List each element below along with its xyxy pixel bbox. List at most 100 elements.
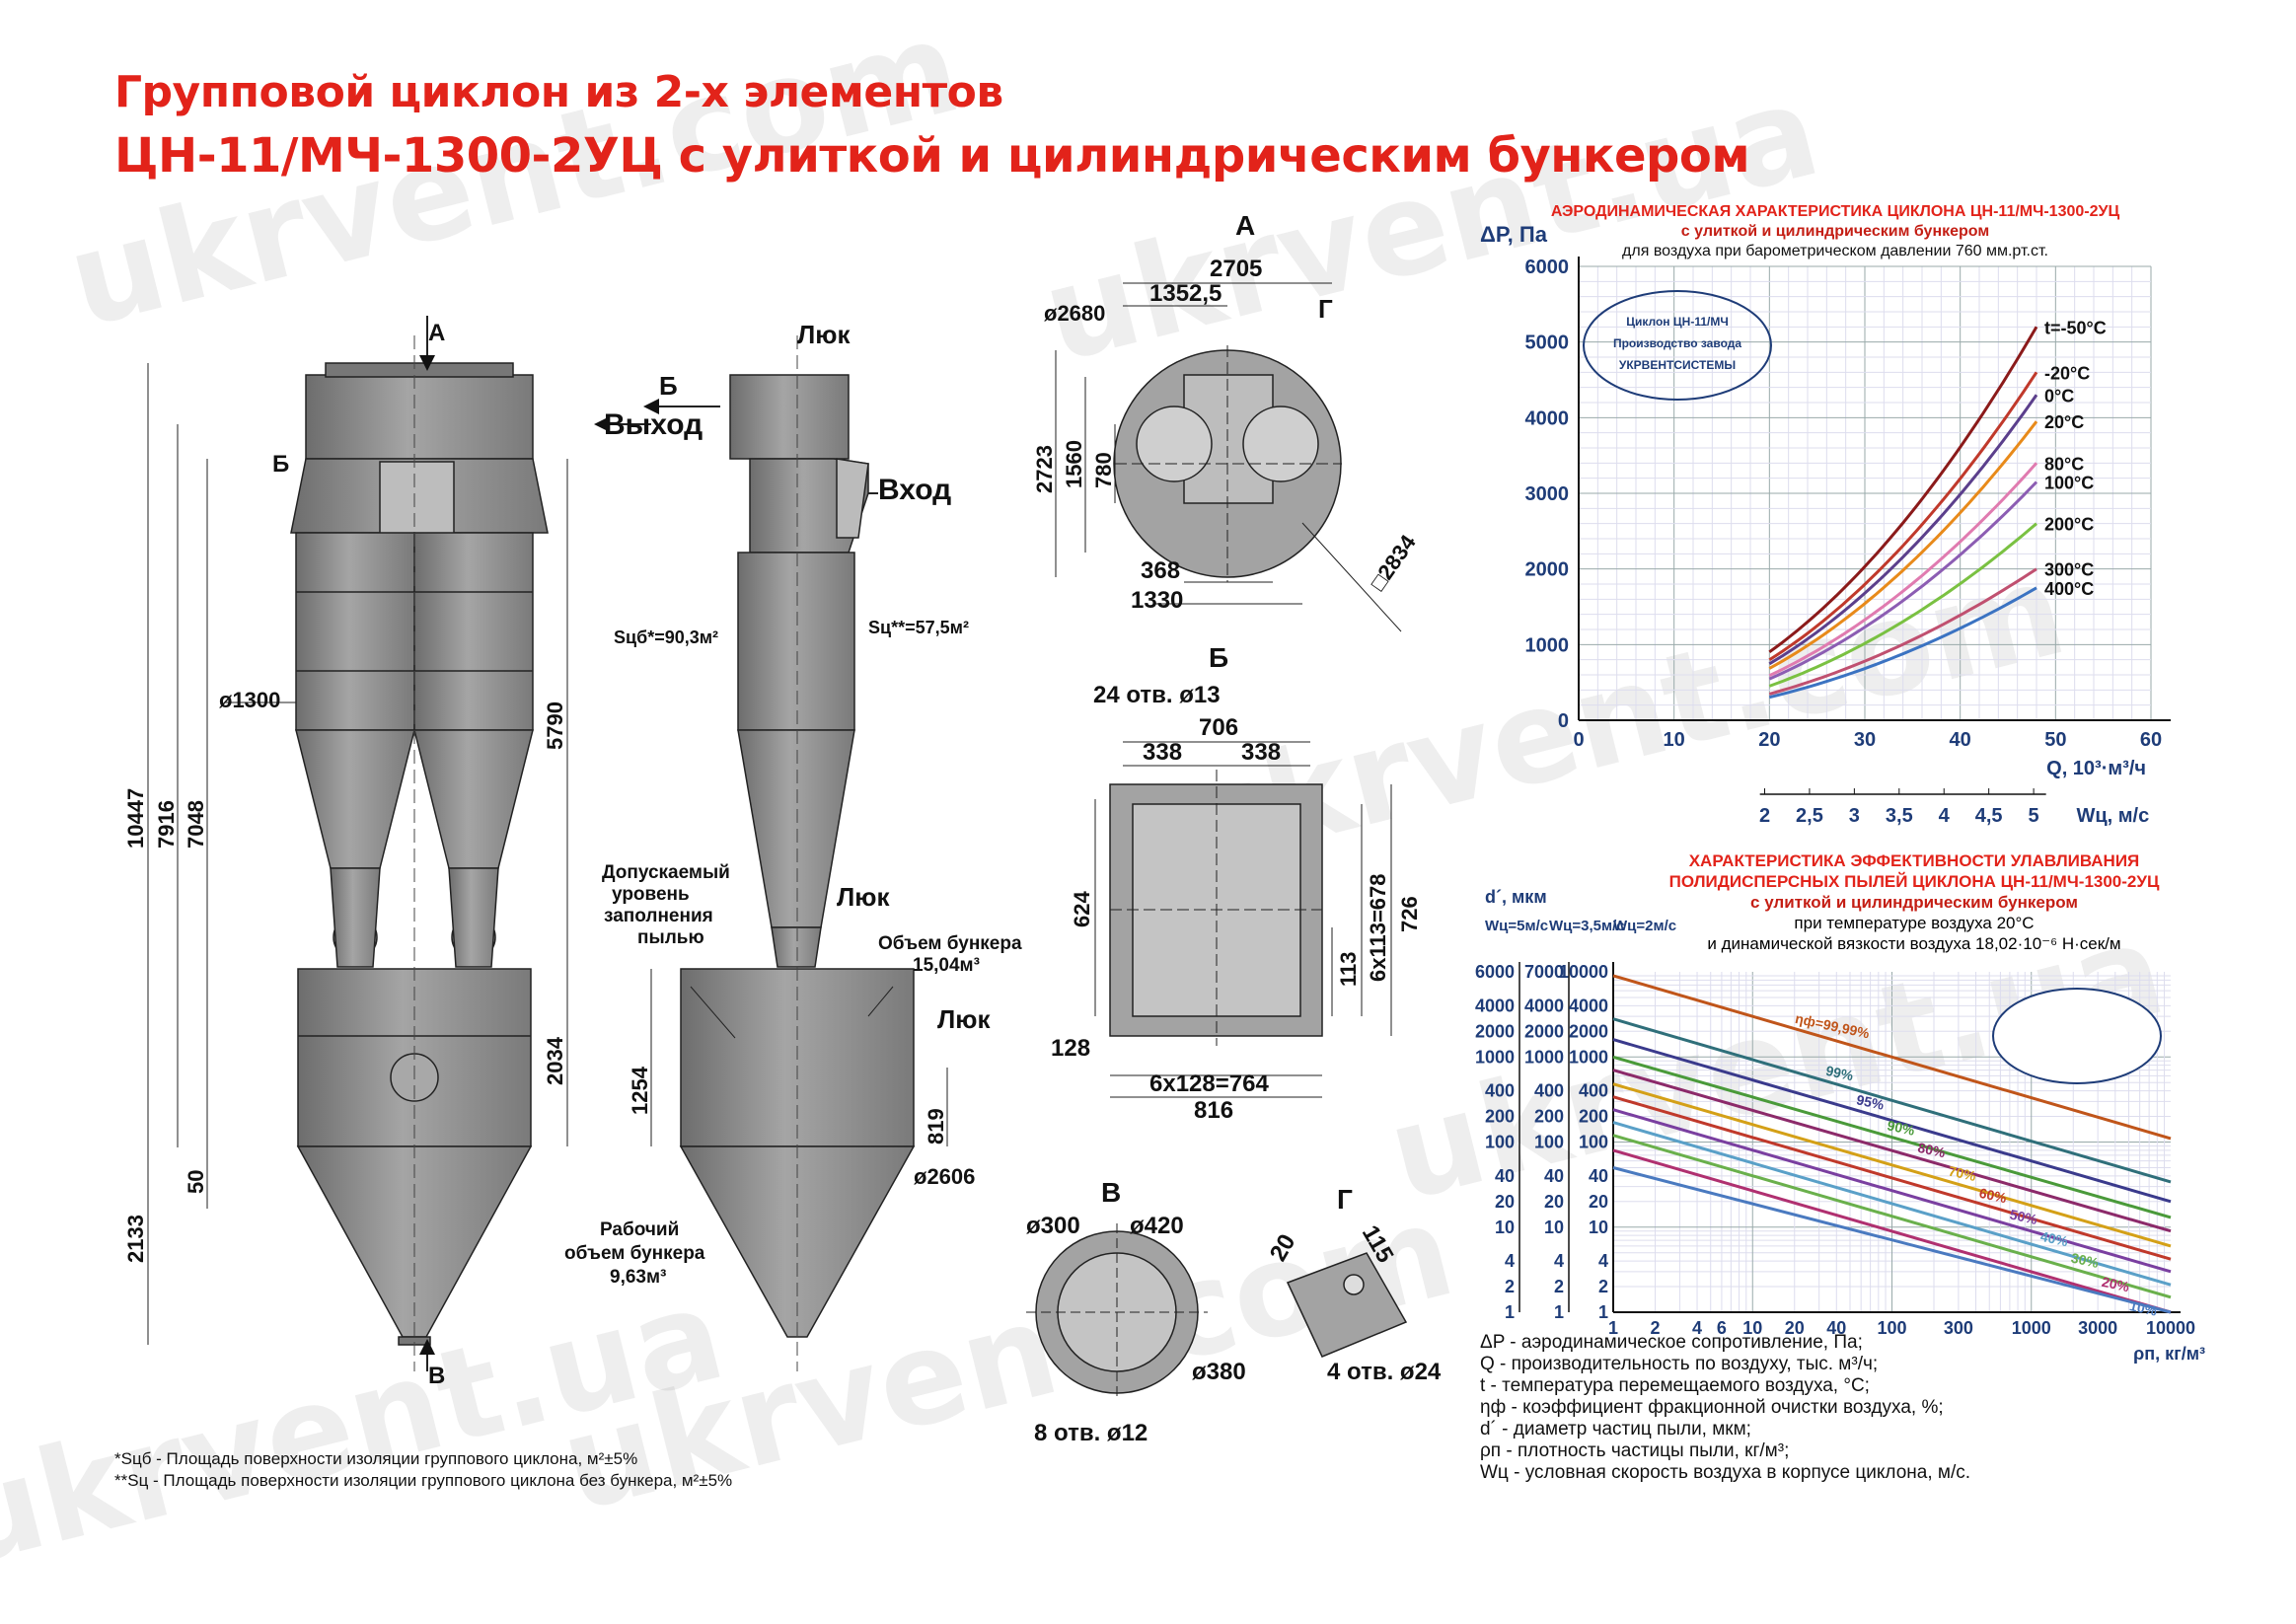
series-label: 95% [1855, 1091, 1886, 1113]
footnote-2: **Sц - Площадь поверхности изоляции груп… [114, 1471, 733, 1490]
series-line [1612, 1017, 2172, 1184]
view-g-title: Г [1337, 1184, 1353, 1215]
y-tick-label: 40 [1495, 1166, 1515, 1186]
dim-2723: 2723 [1032, 445, 1057, 493]
series-line [1612, 1038, 2172, 1204]
label-s-cb: Sцб*=90,3м² [614, 627, 718, 647]
y-tick-label: 1000 [1524, 1047, 1564, 1067]
series-label: 10% [2128, 1297, 2159, 1319]
dim-816: 816 [1194, 1097, 1233, 1124]
dim-sq2834: □2834 [1366, 530, 1422, 595]
x-tick-label: 20 [1758, 729, 1780, 751]
series-line [1612, 1082, 2172, 1248]
label-b-side: Б [659, 371, 678, 401]
series-line [1768, 567, 2037, 696]
series-label: 80% [1916, 1140, 1947, 1161]
dim-d2606: ø2606 [914, 1164, 975, 1189]
y-tick-label: 2 [1598, 1277, 1608, 1296]
label-dop-4: пылью [637, 927, 704, 948]
series-line [1612, 1134, 2172, 1299]
x-tick-label: 100 [1877, 1318, 1906, 1338]
chart2-title: ХАРАКТЕРИСТИКА ЭФФЕКТИВНОСТИ УЛАВЛИВАНИЯ [1688, 851, 2140, 870]
series-label: -20°C [2044, 363, 2090, 383]
dim-2705: 2705 [1210, 256, 1262, 282]
series-line [1768, 522, 2037, 688]
y-tick-label: 100 [1579, 1133, 1608, 1152]
x2-tick-label: 3,5 [1886, 805, 1913, 827]
series-line [1612, 1108, 2172, 1274]
series-line [1612, 1166, 2172, 1314]
series-label: 80°C [2044, 454, 2084, 474]
series-label: 100°C [2044, 474, 2094, 493]
y-tick-label: 1 [1554, 1302, 1564, 1322]
series-label: 20°C [2044, 412, 2084, 432]
x-tick-label: 10 [1742, 1318, 1762, 1338]
page-subtitle: ЦН-11/МЧ-1300-2УЦ с улиткой и цилиндриче… [114, 128, 1750, 184]
y-tick-label: 2000 [1569, 1021, 1608, 1041]
x-axis-label: Q, 10³·м³/ч [2046, 758, 2146, 779]
y-tick-label: 2000 [1475, 1021, 1515, 1041]
label-lyuk-bottom: Люк [937, 1004, 991, 1034]
y-header: Wц=3,5м/с [1549, 918, 1625, 934]
y-tick-label: 1 [1505, 1302, 1515, 1322]
y-tick-label: 200 [1485, 1107, 1515, 1127]
dim-7048: 7048 [184, 800, 208, 849]
x-tick-label: 10 [1664, 729, 1685, 751]
y-tick-label: 4000 [1525, 407, 1570, 429]
y-tick-label: 100 [1485, 1133, 1515, 1152]
dim-624: 624 [1070, 891, 1094, 927]
chart2-subtitle: ПОЛИДИСПЕРСНЫХ ПЫЛЕЙ ЦИКЛОНА ЦН-11/МЧ-13… [1668, 872, 2160, 891]
x-tick-label: 50 [2044, 729, 2066, 751]
y-tick-label: 400 [1534, 1081, 1564, 1101]
legend-item: d´ - диаметр частиц пыли, мкм; [1480, 1419, 1751, 1439]
dim-d2680: ø2680 [1044, 301, 1105, 326]
chart1-title-block: АЭРОДИНАМИЧЕСКАЯ ХАРАКТЕРИСТИКА ЦИКЛОНА … [1480, 202, 2190, 261]
dim-1330: 1330 [1131, 587, 1183, 614]
y-tick-label: 2 [1554, 1277, 1564, 1296]
label-dop-3: заполнения [604, 906, 713, 926]
series-line [1612, 1121, 2172, 1287]
dim-d380: ø380 [1192, 1359, 1246, 1385]
series-label: 99% [1824, 1063, 1855, 1084]
y-tick-label: 100 [1534, 1133, 1564, 1152]
y-tick-label: 1000 [1475, 1047, 1515, 1067]
view-a-labels: А 2705 1352,5 ø2680 Г 2723 1560 780 368 … [1032, 210, 1421, 614]
label-rab-2: объем бункера [564, 1243, 705, 1264]
legend-item: t - температура перемещаемого воздуха, °… [1480, 1375, 1870, 1396]
logo-text: УКРВЕНТСИСТЕМЫ [1619, 358, 1736, 372]
logo-ellipse [1992, 988, 2162, 1084]
legend-block: ΔP - аэродинамическое сопротивление, Па;… [1480, 1332, 1970, 1484]
view-b-drawing [1094, 741, 1392, 1098]
view-label-v: В [428, 1363, 445, 1389]
x-tick-label: 4 [1692, 1318, 1702, 1338]
series-line [1768, 371, 2038, 662]
dim-2034: 2034 [543, 1036, 567, 1085]
dim-706: 706 [1199, 714, 1238, 741]
label-vyhod: Выход [604, 408, 703, 441]
label-dop-1: Допускаемый [602, 862, 730, 883]
series-label: 400°C [2044, 579, 2094, 599]
series-label: 200°C [2044, 515, 2094, 535]
label-lyuk-mid: Люк [837, 882, 890, 912]
footnote-1: *Sцб - Площадь поверхности изоляции груп… [114, 1449, 638, 1468]
dim-4holes: 4 отв. ø24 [1327, 1359, 1442, 1385]
view-g-drawing [1286, 1252, 1408, 1358]
dim-338a: 338 [1143, 739, 1182, 766]
series-line [1768, 586, 2037, 700]
y-tick-label: 4000 [1569, 996, 1608, 1015]
dim-8holes: 8 отв. ø12 [1034, 1420, 1148, 1446]
view-label-a: А [428, 320, 445, 346]
series-label: 40% [2039, 1228, 2070, 1250]
view-v-drawing [1026, 1223, 1208, 1401]
label-dop-2: уровень [612, 884, 690, 905]
view-v-title: В [1101, 1177, 1121, 1208]
label-rab-1: Рабочий [600, 1219, 679, 1240]
logo-ellipse [1583, 290, 1772, 401]
x2-tick-label: 5 [2029, 805, 2039, 827]
logo-text: Циклон ЦН-11/МЧ [1626, 315, 1729, 329]
legend-item: ρп - плотность частицы пыли, кг/м³; [1480, 1440, 1790, 1461]
x-tick-label: 3000 [2078, 1318, 2117, 1338]
x-tick-label: 20 [1785, 1318, 1805, 1338]
series-line [1768, 420, 2038, 670]
